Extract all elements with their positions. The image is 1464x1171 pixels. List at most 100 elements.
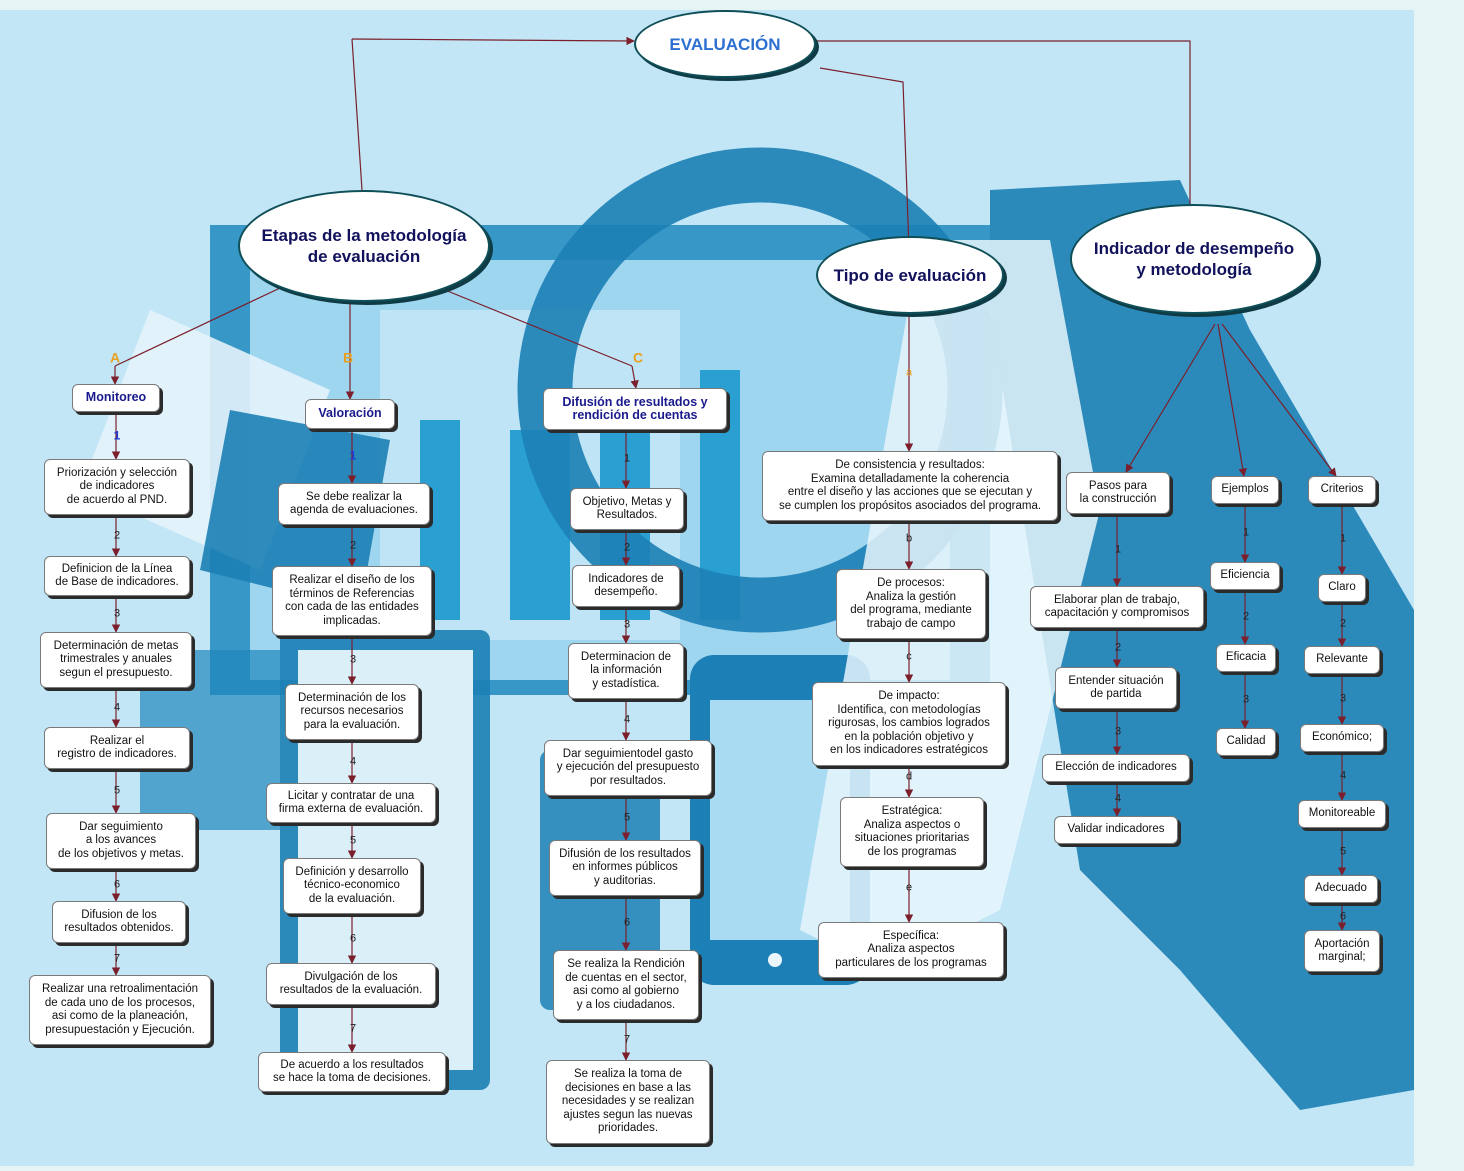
connector-line <box>351 38 363 191</box>
step-number: 2 <box>1242 610 1250 623</box>
step-number: 1 <box>1242 526 1250 539</box>
monitoreo-step[interactable]: Determinación de metas trimestrales y an… <box>40 632 192 688</box>
tipo-item[interactable]: De impacto: Identifica, con metodologías… <box>812 682 1006 766</box>
step-number: 2 <box>113 529 121 542</box>
criterios-step[interactable]: Aportación marginal; <box>1304 930 1380 972</box>
monitoreo-step[interactable]: Priorización y selección de indicadores … <box>44 459 190 515</box>
step-number: 3 <box>1114 725 1122 738</box>
ejemplos-step[interactable]: Calidad <box>1216 728 1276 756</box>
tipo-item[interactable]: Estratégica: Analiza aspectos o situacio… <box>840 797 984 867</box>
step-number: 2 <box>349 539 357 552</box>
step-number: 3 <box>623 618 631 631</box>
monitoreo-step[interactable]: Realizar una retroalimentación de cada u… <box>29 975 211 1045</box>
step-number: 3 <box>1339 692 1347 705</box>
pasos-title[interactable]: Pasos para la construcción <box>1066 472 1170 514</box>
step-number: 3 <box>1242 693 1250 706</box>
step-number: 6 <box>113 878 121 891</box>
connector-line <box>630 365 639 389</box>
ejemplos-step[interactable]: Eficacia <box>1216 644 1276 672</box>
monitoreo-step[interactable]: Realizar el registro de indicadores. <box>44 727 190 769</box>
step-number: 1 <box>1339 532 1347 545</box>
criterios-step[interactable]: Adecuado <box>1304 875 1378 903</box>
pasos-step[interactable]: Entender situación de partida <box>1055 667 1177 709</box>
pasos-step[interactable]: Validar indicadores <box>1054 816 1178 844</box>
step-number: 5 <box>113 784 121 797</box>
step-number: 1 <box>1114 543 1122 556</box>
difusion-step[interactable]: Dar seguimientodel gasto y ejecución del… <box>544 740 712 796</box>
step-number: 4 <box>349 755 357 768</box>
step-number: 3 <box>113 607 121 620</box>
difusion-step[interactable]: Objetivo, Metas y Resultados. <box>570 488 684 530</box>
step-number: 5 <box>623 811 631 824</box>
root-node[interactable]: EVALUACIÓN <box>634 10 816 78</box>
step-number: 7 <box>623 1033 631 1046</box>
step-number: 7 <box>349 1022 357 1035</box>
valoracion-step[interactable]: Divulgación de los resultados de la eval… <box>266 963 436 1005</box>
step-number: 1 <box>113 428 121 443</box>
label-a: A <box>109 349 121 366</box>
valoracion-step[interactable]: Licitar y contratar de una firma externa… <box>266 783 436 823</box>
step-number: 2 <box>1339 617 1347 630</box>
branch-tipo[interactable]: Tipo de evaluación <box>816 236 1004 314</box>
label-tipo-a: a <box>905 366 913 379</box>
branch-etapas[interactable]: Etapas de la metodología de evaluación <box>238 190 490 302</box>
step-number: 6 <box>349 932 357 945</box>
connector-line <box>351 36 635 46</box>
connector-line <box>114 287 281 367</box>
valoracion-step[interactable]: De acuerdo a los resultados se hace la t… <box>258 1052 446 1092</box>
difusion-step[interactable]: Se realiza la toma de decisiones en base… <box>546 1060 710 1144</box>
ejemplos-step[interactable]: Eficiencia <box>1210 562 1280 590</box>
step-number: 5 <box>1339 845 1347 858</box>
label-tipo-b: b <box>905 532 913 545</box>
step-number: 4 <box>1114 792 1122 805</box>
step-number: 4 <box>623 713 631 726</box>
step-number: 1 <box>349 448 357 463</box>
connector-line <box>1217 323 1247 477</box>
difusion-step[interactable]: Determinacion de la información y estadí… <box>568 643 684 699</box>
label-tipo-d: d <box>905 770 913 783</box>
criterios-step[interactable]: Claro <box>1318 574 1366 602</box>
monitoreo-title[interactable]: Monitoreo <box>72 384 160 412</box>
step-number: 5 <box>349 834 357 847</box>
label-c: C <box>632 349 644 366</box>
difusion-step[interactable]: Difusión de los resultados en informes p… <box>549 840 701 896</box>
pasos-step[interactable]: Elección de indicadores <box>1042 754 1190 782</box>
step-number: 6 <box>623 916 631 929</box>
criterios-title[interactable]: Criterios <box>1308 476 1376 504</box>
branch-indicador[interactable]: Indicador de desempeño y metodología <box>1070 204 1318 314</box>
step-number: 4 <box>1339 769 1347 782</box>
ejemplos-title[interactable]: Ejemplos <box>1211 476 1279 504</box>
monitoreo-step[interactable]: Difusion de los resultados obtenidos. <box>52 901 186 943</box>
difusion-step[interactable]: Indicadores de desempeño. <box>572 565 680 607</box>
valoracion-step[interactable]: Definición y desarrollo técnico-economic… <box>283 858 421 914</box>
monitoreo-step[interactable]: Definicion de la Línea de Base de indica… <box>44 556 190 596</box>
difusion-title[interactable]: Difusión de resultados y rendición de cu… <box>543 388 727 430</box>
step-number: 2 <box>1114 641 1122 654</box>
step-number: 7 <box>113 952 121 965</box>
tipo-item[interactable]: Específica: Analiza aspectos particulare… <box>818 922 1004 978</box>
criterios-step[interactable]: Económico; <box>1300 724 1384 752</box>
criterios-step[interactable]: Monitoreable <box>1298 800 1386 828</box>
difusion-step[interactable]: Se realiza la Rendición de cuentas en el… <box>553 950 699 1020</box>
connector-line <box>1125 323 1216 473</box>
valoracion-step[interactable]: Se debe realizar la agenda de evaluacion… <box>278 483 430 525</box>
label-tipo-e: e <box>905 881 913 894</box>
criterios-step[interactable]: Relevante <box>1304 646 1380 674</box>
step-number: 4 <box>113 701 121 714</box>
label-b: B <box>342 349 354 366</box>
tipo-item[interactable]: De procesos: Analiza la gestión del prog… <box>836 569 986 639</box>
connector-line <box>1221 323 1337 477</box>
valoracion-title[interactable]: Valoración <box>305 399 395 429</box>
connector-line <box>444 289 633 367</box>
step-number: 6 <box>1339 910 1347 923</box>
pasos-step[interactable]: Elaborar plan de trabajo, capacitación y… <box>1030 586 1204 628</box>
valoracion-step[interactable]: Determinación de los recursos necesarios… <box>285 684 419 740</box>
valoracion-step[interactable]: Realizar el diseño de los términos de Re… <box>272 566 432 636</box>
step-number: 1 <box>623 452 631 465</box>
connector-line <box>819 67 913 251</box>
label-tipo-c: c <box>906 650 912 663</box>
concept-map-canvas: EVALUACIÓN Etapas de la metodología de e… <box>0 10 1414 1166</box>
connector-lines <box>110 36 1347 1061</box>
tipo-item[interactable]: De consistencia y resultados: Examina de… <box>762 451 1058 521</box>
monitoreo-step[interactable]: Dar seguimiento a los avances de los obj… <box>46 813 196 869</box>
